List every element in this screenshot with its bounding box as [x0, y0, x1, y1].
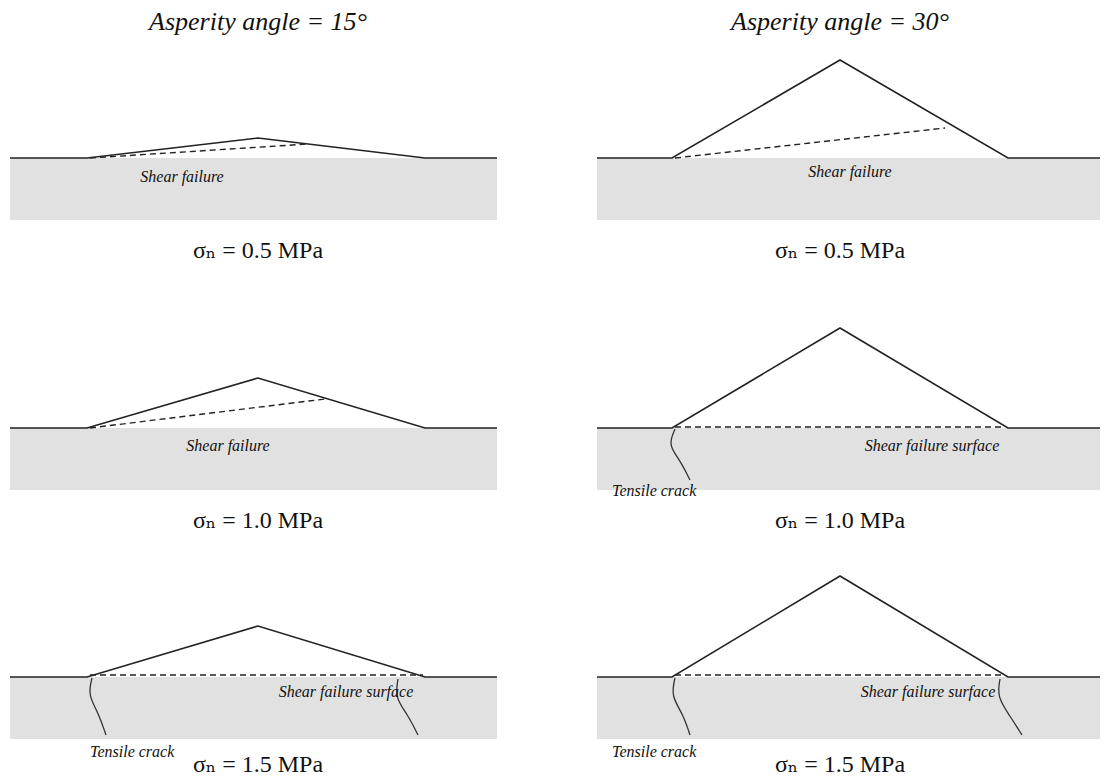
panel-caption: σₙ = 0.5 MPa	[775, 237, 905, 263]
failure-line	[675, 128, 945, 158]
asperity-panel	[10, 378, 497, 490]
asperity-panel	[10, 138, 497, 220]
annotation-label: Tensile crack	[90, 743, 174, 761]
joint-profile	[10, 378, 497, 428]
tensile-crack	[673, 678, 690, 735]
annotation-label: Shear failure	[186, 437, 269, 455]
asperity-panel	[597, 60, 1100, 220]
joint-profile	[597, 328, 1100, 428]
failure-line	[90, 144, 308, 158]
failure-line	[90, 399, 325, 428]
joint-profile	[597, 60, 1100, 158]
tensile-crack	[90, 678, 106, 735]
annotation-label: Tensile crack	[612, 743, 696, 761]
failure-line	[675, 674, 1005, 675]
rock-ground	[597, 158, 1100, 220]
annotation-label: Shear failure	[808, 163, 891, 181]
panel-caption: σₙ = 1.0 MPa	[193, 507, 323, 533]
asperity-panel	[597, 328, 1100, 490]
panel-caption: σₙ = 1.5 MPa	[775, 751, 905, 777]
annotation-label: Shear failure surface	[865, 437, 1000, 455]
rock-ground	[597, 428, 1100, 490]
annotation-label: Shear failure surface	[861, 683, 996, 701]
tensile-crack	[671, 429, 690, 480]
panel-caption: σₙ = 1.5 MPa	[193, 751, 323, 777]
joint-profile	[597, 576, 1100, 677]
rock-ground	[597, 677, 1100, 739]
annotation-label: Tensile crack	[612, 482, 696, 500]
rock-ground	[10, 158, 497, 220]
panel-caption: σₙ = 1.0 MPa	[775, 507, 905, 533]
rock-ground	[10, 677, 497, 739]
annotation-label: Shear failure	[140, 168, 223, 186]
asperity-panel	[10, 626, 497, 739]
failure-line	[675, 426, 1005, 427]
panel-caption: Asperity angle = 15°	[149, 8, 367, 37]
asperity-panel	[597, 576, 1100, 739]
joint-profile	[10, 138, 497, 158]
annotation-label: Shear failure surface	[279, 683, 414, 701]
panel-caption: σₙ = 0.5 MPa	[193, 237, 323, 263]
joint-profile	[10, 626, 497, 677]
rock-ground	[10, 428, 497, 490]
tensile-crack	[999, 679, 1022, 735]
failure-line	[90, 674, 423, 675]
panel-caption: Asperity angle = 30°	[731, 8, 949, 37]
